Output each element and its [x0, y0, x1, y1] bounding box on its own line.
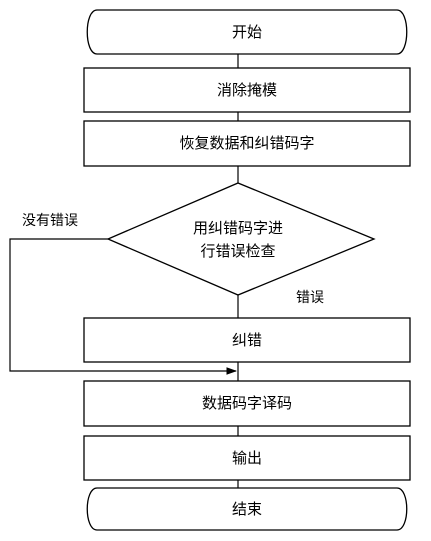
- remove-mask-box: [83, 67, 411, 113]
- output-box: [83, 435, 411, 481]
- recover-data-box: [83, 120, 411, 167]
- decode-box: [83, 380, 411, 427]
- remove-mask-label: 消除掩模: [217, 81, 277, 99]
- start-terminator: [86, 9, 408, 55]
- correct-box: [83, 317, 411, 363]
- decode-label: 数据码字译码: [202, 394, 292, 412]
- check-label-line2: 行错误检查: [200, 242, 275, 260]
- end-terminator: [86, 487, 408, 531]
- error-label: 错误: [296, 290, 324, 306]
- start-label: 开始: [232, 23, 262, 41]
- no-error-label: 没有错误: [22, 213, 78, 229]
- correct-label: 纠错: [232, 331, 262, 349]
- check-label-line1: 用纠错码字进: [193, 219, 283, 237]
- output-label: 输出: [232, 449, 262, 467]
- no-error-bypass-arrow: [9, 238, 238, 375]
- error-check-diamond: [106, 182, 376, 296]
- end-label: 结束: [232, 500, 262, 518]
- recover-data-label: 恢复数据和纠错码字: [179, 134, 314, 152]
